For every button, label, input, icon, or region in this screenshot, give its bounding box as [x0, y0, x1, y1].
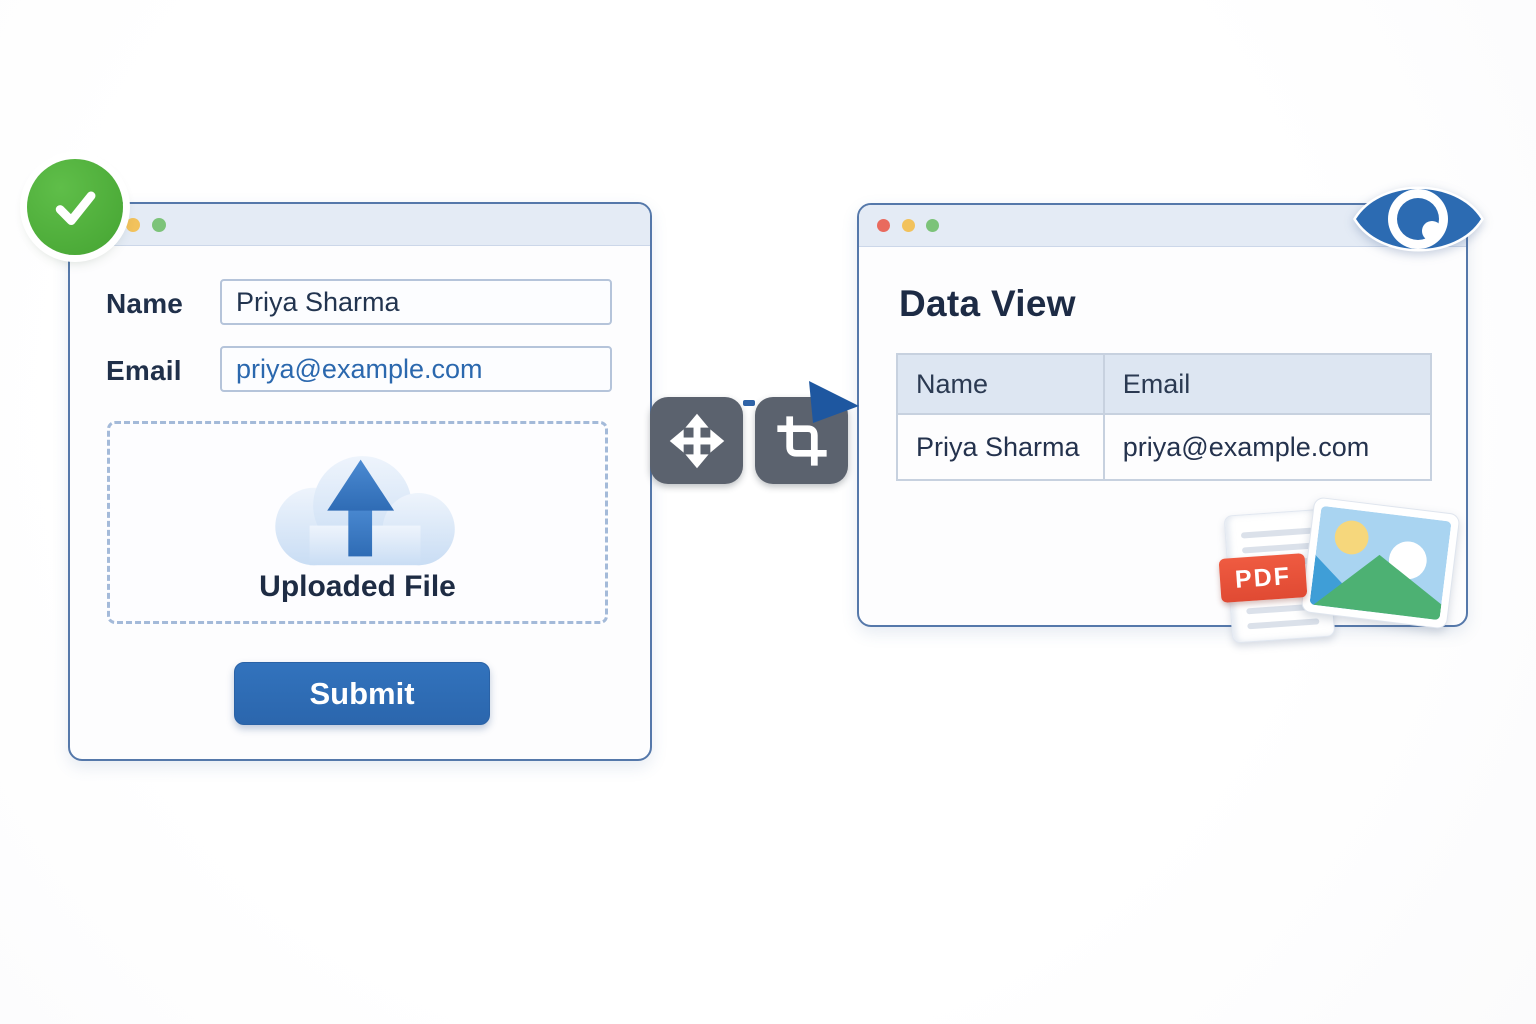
email-label: Email [106, 355, 182, 386]
crop-icon [776, 415, 827, 466]
eye-icon [1352, 170, 1485, 273]
name-label: Name [106, 288, 184, 319]
pdf-badge: PDF [1218, 553, 1308, 603]
crop-tool-button[interactable] [755, 397, 848, 484]
arrow-right-icon [806, 378, 860, 431]
doc-text-line [1241, 542, 1315, 554]
cloud-upload-icon [233, 442, 483, 579]
upload-dropzone[interactable]: Uploaded File [107, 421, 608, 624]
email-input[interactable] [220, 346, 612, 392]
move-icon [669, 413, 724, 468]
success-check-badge [27, 159, 123, 255]
doc-text-line [1247, 618, 1320, 630]
table-row[interactable]: Priya Sharma priya@example.com [896, 413, 1433, 481]
form-window-titlebar [70, 204, 650, 246]
minimize-dot[interactable] [902, 219, 915, 232]
table-header-row: Name Email [896, 353, 1433, 415]
flow-connector-dash [743, 400, 755, 406]
table-cell-name: Priya Sharma [896, 413, 1105, 481]
check-icon [55, 191, 96, 225]
upload-label: Uploaded File [259, 570, 456, 603]
table-header-email: Email [1102, 353, 1433, 415]
minimize-dot[interactable] [126, 218, 140, 232]
close-dot[interactable] [877, 219, 890, 232]
submit-button[interactable]: Submit [234, 662, 490, 725]
move-tool-button[interactable] [650, 397, 743, 484]
table-header-name: Name [896, 353, 1105, 415]
doc-text-line [1240, 527, 1314, 539]
image-file-icon[interactable] [1300, 496, 1461, 630]
zoom-dot[interactable] [152, 218, 166, 232]
form-window: Name Email [68, 202, 652, 761]
name-input[interactable] [220, 279, 612, 325]
data-table: Name Email Priya Sharma priya@example.co… [896, 353, 1433, 481]
table-cell-email: priya@example.com [1102, 413, 1433, 481]
data-view-window: Data View Name Email Priya Sharma priya@… [857, 203, 1468, 627]
data-view-title: Data View [899, 283, 1076, 324]
zoom-dot[interactable] [926, 219, 939, 232]
